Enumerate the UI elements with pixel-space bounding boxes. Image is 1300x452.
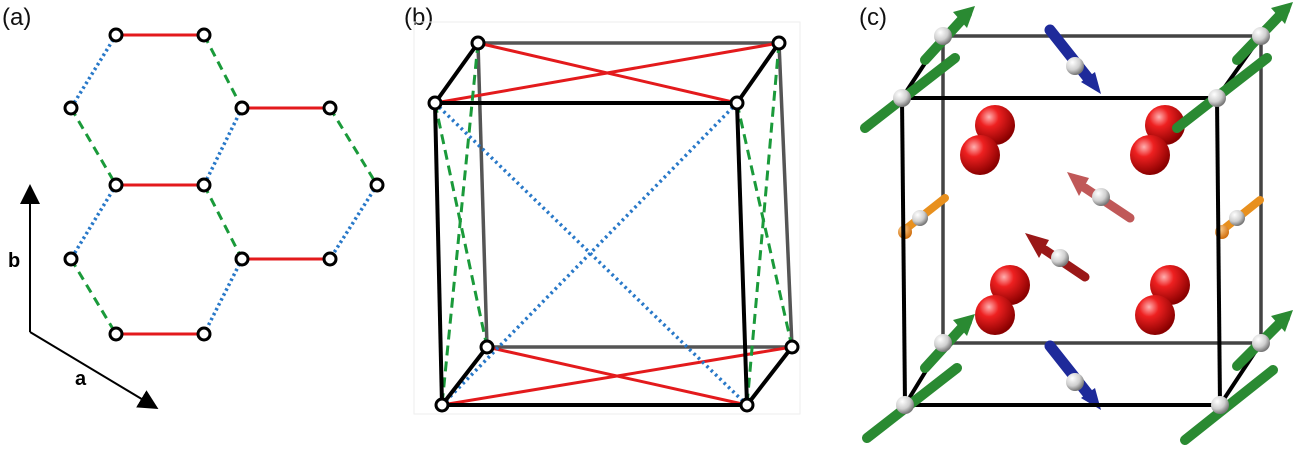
honeycomb-diagram (20, 27, 385, 410)
cube-back-edges (941, 34, 1263, 345)
panel-b: (b) (400, 0, 820, 452)
green-spins (860, 5, 1290, 445)
panel-b-label: (b) (404, 4, 434, 31)
cube-front-edges (433, 41, 794, 407)
panel-a: (a) (0, 0, 400, 452)
z-bonds (69, 34, 379, 335)
x-bond-diagonals (434, 41, 793, 407)
orange-spins (898, 194, 1264, 239)
green-arrowheads (953, 2, 1293, 336)
cube-back-edges (476, 41, 794, 349)
spin-structure-diagram (860, 2, 1293, 445)
cube-bond-diagram (413, 21, 801, 415)
center-spins (1025, 172, 1135, 282)
axis-a-label: a (75, 368, 87, 390)
panel-c: (c) (845, 0, 1300, 452)
cube-front-edges (900, 34, 1263, 407)
z-bond-diagonals (433, 42, 794, 406)
axis-b-label: b (8, 250, 21, 272)
cube-sites (427, 35, 800, 413)
panel-c-label: (c) (859, 4, 887, 31)
panel-a-label: (a) (2, 4, 32, 31)
oxygen-ions (960, 105, 1190, 335)
lattice-axes (20, 184, 159, 410)
x-bonds (116, 33, 330, 336)
lattice-sites (63, 27, 385, 342)
corner-atoms (893, 27, 1270, 414)
blue-spins (1044, 24, 1101, 410)
y-bonds (69, 34, 379, 335)
